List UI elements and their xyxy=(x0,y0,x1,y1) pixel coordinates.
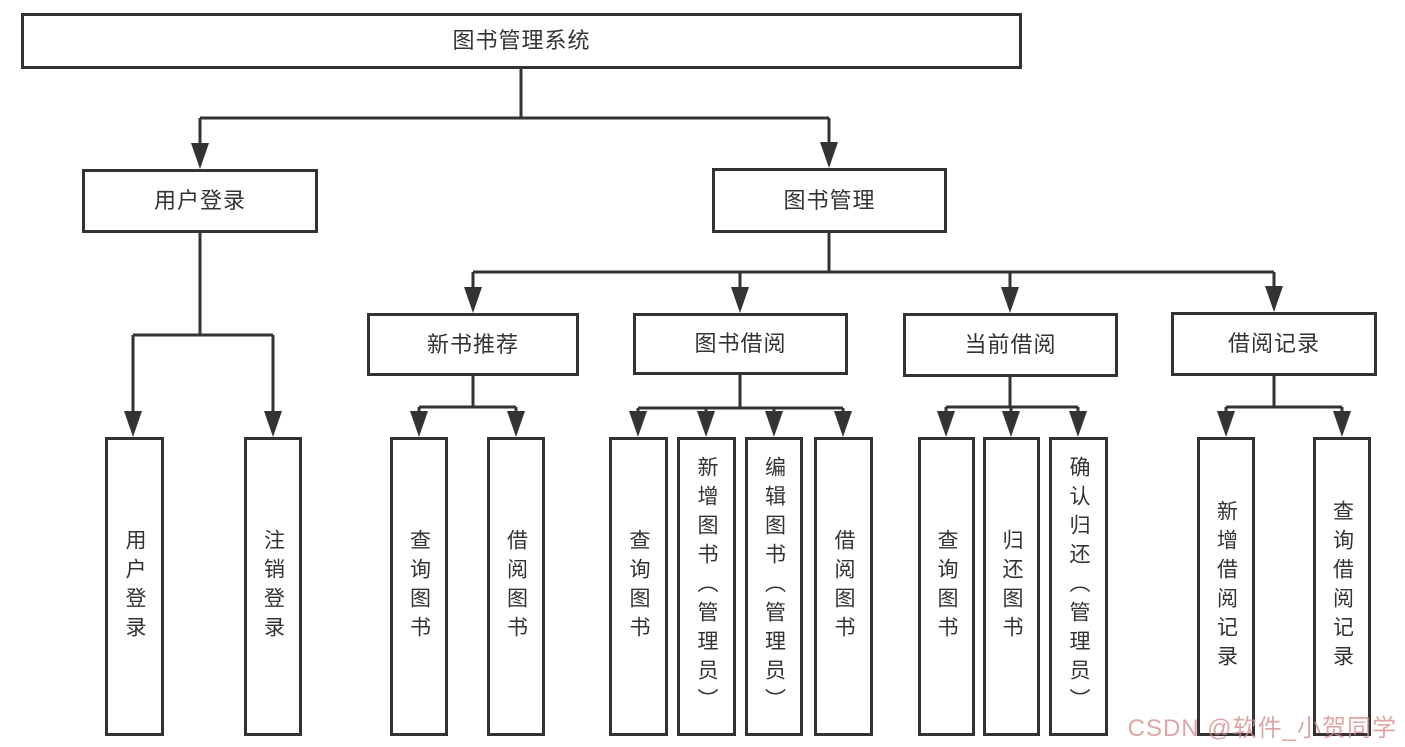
node-current-borrowing: 当前借阅 xyxy=(903,313,1118,377)
connector-login-to-leaves xyxy=(131,233,275,411)
arrowhead-down-icon xyxy=(1069,411,1087,437)
arrowhead-down-icon xyxy=(697,411,715,437)
node-borrow-records: 借阅记录 xyxy=(1171,312,1377,376)
arrowhead-down-icon xyxy=(1002,411,1020,437)
leaf-return-book: 归还图书 xyxy=(983,437,1040,736)
arrowhead-down-icon xyxy=(507,411,525,437)
leaf-borrow-book-borrow: 借阅图书 xyxy=(814,437,873,736)
node-label: 当前借阅 xyxy=(964,332,1057,357)
node-label: 编辑图书（管理员） xyxy=(762,456,786,717)
leaf-confirm-return-admin: 确认归还（管理员） xyxy=(1049,437,1108,736)
node-label: 借阅图书 xyxy=(832,528,855,645)
node-library-management-system: 图书管理系统 xyxy=(21,13,1022,69)
arrowhead-down-icon xyxy=(629,411,647,437)
node-label: 新增借阅记录 xyxy=(1214,499,1238,674)
node-new-book-recommend: 新书推荐 xyxy=(367,313,579,376)
arrowhead-down-icon xyxy=(191,143,209,169)
node-label: 查询图书 xyxy=(407,528,431,645)
leaf-add-borrow-record: 新增借阅记录 xyxy=(1197,437,1255,736)
arrowhead-down-icon xyxy=(1217,411,1235,437)
connector-root-to-branches xyxy=(198,66,831,143)
leaf-query-book-borrow: 查询图书 xyxy=(609,437,668,736)
arrowhead-down-icon xyxy=(1001,287,1019,313)
node-label: 归还图书 xyxy=(1000,528,1023,645)
arrowhead-down-icon xyxy=(264,411,282,437)
node-label: 借阅图书 xyxy=(504,528,528,645)
node-label: 图书借阅 xyxy=(694,331,787,356)
arrowhead-down-icon xyxy=(834,411,852,437)
node-label: 新书推荐 xyxy=(426,331,519,357)
arrowhead-down-icon xyxy=(1265,286,1283,312)
leaf-logout: 注销登录 xyxy=(244,437,302,736)
node-book-management-branch: 图书管理 xyxy=(712,168,947,233)
node-book-borrowing: 图书借阅 xyxy=(633,313,848,375)
leaf-query-borrow-record: 查询借阅记录 xyxy=(1313,437,1371,736)
arrowhead-down-icon xyxy=(464,287,482,313)
node-label: 确认归还（管理员） xyxy=(1067,456,1090,717)
connector-mgmt-to-modules xyxy=(471,233,1276,287)
node-label: 新增图书（管理员） xyxy=(695,456,718,717)
arrowhead-down-icon xyxy=(937,411,955,437)
node-label: 图书管理 xyxy=(783,187,876,213)
node-label: 用户登录 xyxy=(153,188,246,213)
node-label: 借阅记录 xyxy=(1227,331,1320,356)
arrowhead-down-icon xyxy=(124,411,142,437)
leaf-add-book-admin: 新增图书（管理员） xyxy=(677,437,736,736)
node-label: 用户登录 xyxy=(123,528,146,645)
arrowhead-down-icon xyxy=(765,411,783,437)
leaf-query-book-current: 查询图书 xyxy=(918,437,975,736)
leaf-query-book-newrec: 查询图书 xyxy=(390,437,448,736)
leaf-borrow-book-newrec: 借阅图书 xyxy=(487,437,545,736)
connector-newrec-to-leaves xyxy=(417,376,518,411)
node-label: 图书管理系统 xyxy=(452,28,591,53)
node-label: 查询图书 xyxy=(627,528,650,645)
leaf-user-login: 用户登录 xyxy=(105,437,164,736)
connector-current-to-leaves xyxy=(944,377,1080,411)
arrowhead-down-icon xyxy=(1333,411,1351,437)
arrowhead-down-icon xyxy=(820,142,838,168)
node-label: 注销登录 xyxy=(261,528,285,645)
connector-borrow-to-leaves xyxy=(636,375,845,411)
node-label: 查询图书 xyxy=(935,528,958,645)
arrowhead-down-icon xyxy=(410,411,428,437)
node-user-login-branch: 用户登录 xyxy=(82,169,318,233)
arrowhead-down-icon xyxy=(731,287,749,313)
connector-record-to-leaves xyxy=(1224,376,1344,411)
node-label: 查询借阅记录 xyxy=(1330,499,1354,674)
leaf-edit-book-admin: 编辑图书（管理员） xyxy=(745,437,803,736)
